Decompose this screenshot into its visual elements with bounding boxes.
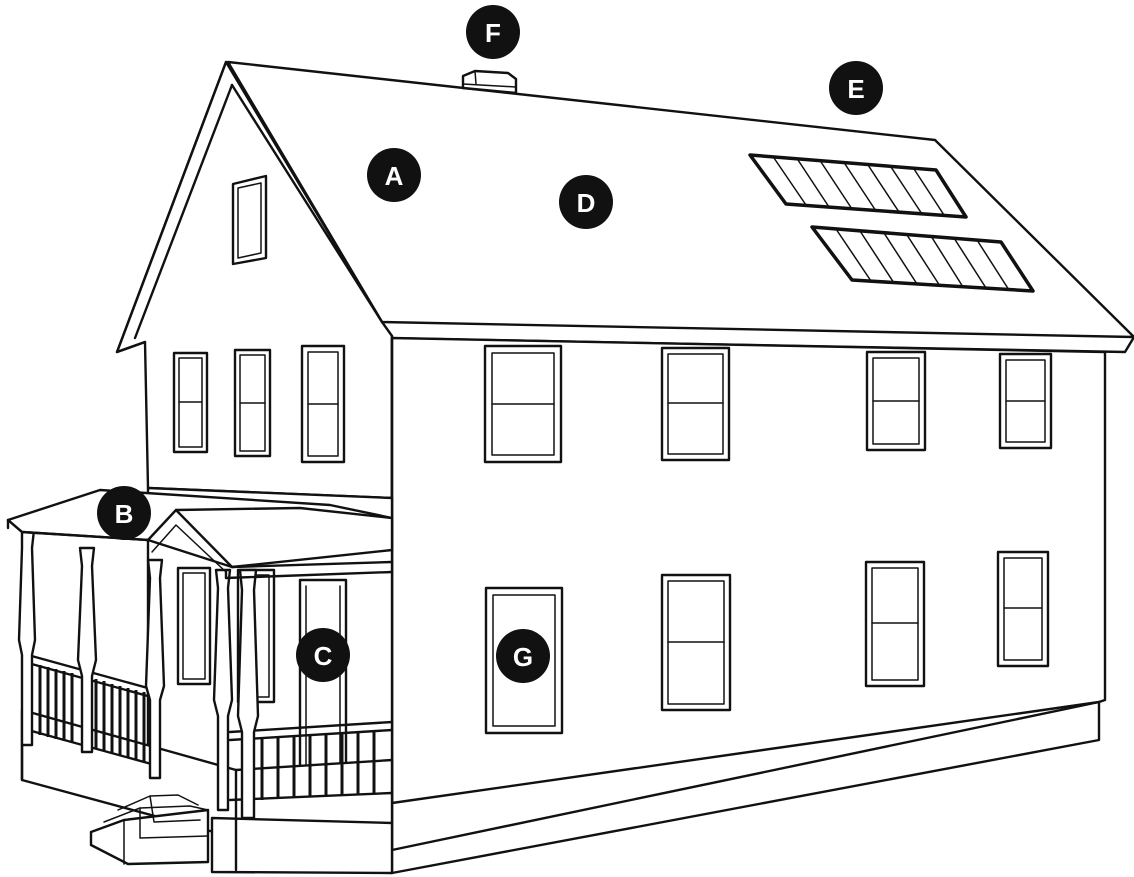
label-e-text: E: [847, 74, 864, 104]
attic-window: [233, 176, 266, 264]
label-badge-e: E: [829, 61, 883, 115]
porch: [8, 488, 392, 873]
label-badge-d: D: [559, 175, 613, 229]
label-badge-f: F: [466, 5, 520, 59]
label-badge-g: G: [496, 629, 550, 683]
label-g-text: G: [513, 642, 533, 672]
label-c-text: C: [314, 641, 333, 671]
label-badge-a: A: [367, 148, 421, 202]
gable-windows-upper: [174, 346, 344, 462]
label-b-text: B: [115, 499, 134, 529]
label-f-text: F: [485, 18, 501, 48]
roof-vent: [463, 71, 516, 93]
label-d-text: D: [577, 188, 596, 218]
label-badge-b: B: [97, 486, 151, 540]
label-badge-c: C: [296, 628, 350, 682]
label-a-text: A: [385, 161, 404, 191]
